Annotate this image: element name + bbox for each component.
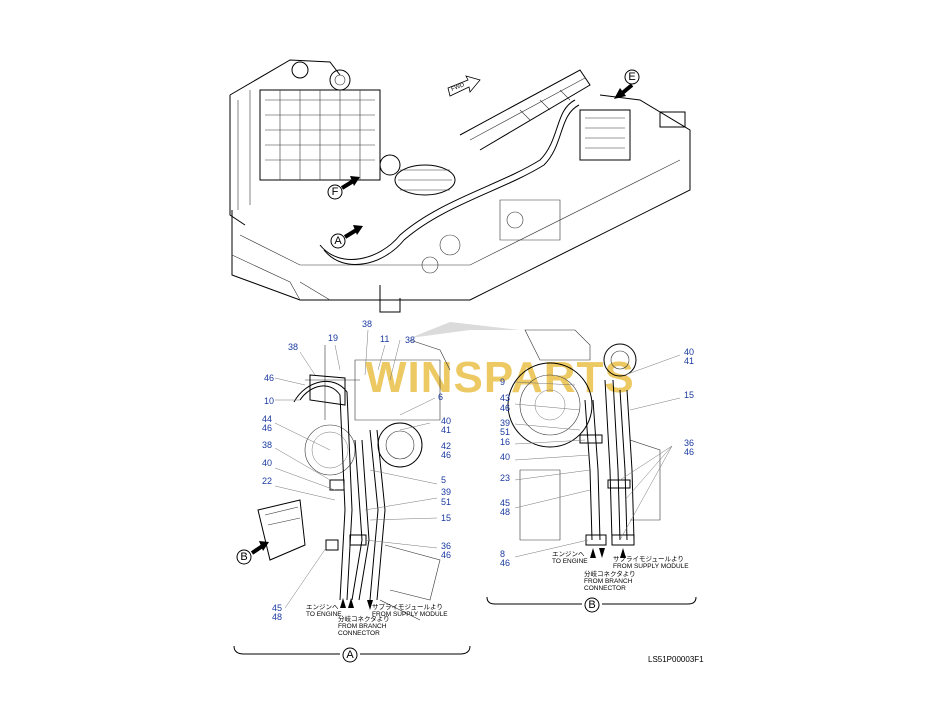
callout-46: 46 bbox=[500, 403, 510, 413]
fwd-arrow: FWD bbox=[447, 75, 481, 97]
callout-6: 6 bbox=[438, 392, 443, 402]
callout-39: 39 bbox=[500, 418, 510, 428]
svg-text:E: E bbox=[628, 71, 635, 83]
detail-view-b: 40 41 9 43 46 15 39 51 16 40 36 46 23 45… bbox=[486, 329, 697, 613]
callout-41: 41 bbox=[441, 425, 451, 435]
callout-9: 9 bbox=[500, 377, 505, 387]
svg-text:F: F bbox=[332, 186, 339, 198]
callout-5: 5 bbox=[441, 475, 446, 485]
detail-view-a: B 38 19 38 11 38 46 10 6 44 46 40 41 38 … bbox=[233, 319, 471, 663]
callout-38: 38 bbox=[288, 342, 298, 352]
callout-36: 36 bbox=[684, 438, 694, 448]
svg-text:FROM SUPPLY MODULE: FROM SUPPLY MODULE bbox=[372, 611, 448, 618]
svg-text:FROM BRANCH: FROM BRANCH bbox=[338, 623, 387, 630]
callout-43: 43 bbox=[500, 393, 510, 403]
callout-10: 10 bbox=[264, 396, 274, 406]
callout-40: 40 bbox=[684, 347, 694, 357]
watermark: WINSPARTS bbox=[365, 322, 635, 402]
callout-15: 15 bbox=[684, 390, 694, 400]
callout-51: 51 bbox=[500, 427, 510, 437]
callout-8: 8 bbox=[500, 549, 505, 559]
svg-text:B: B bbox=[240, 551, 247, 563]
svg-text:CONNECTOR: CONNECTOR bbox=[338, 630, 380, 637]
callout-38: 38 bbox=[262, 440, 272, 450]
callout-19: 19 bbox=[328, 333, 338, 343]
callout-48: 48 bbox=[272, 612, 282, 622]
view-arrow-e: E bbox=[614, 69, 640, 99]
svg-text:TO ENGINE: TO ENGINE bbox=[306, 611, 342, 618]
svg-text:サプライモジュールより: サプライモジュールより bbox=[372, 603, 443, 611]
view-arrow-f: F bbox=[327, 176, 360, 200]
callout-16: 16 bbox=[500, 437, 510, 447]
callout-45: 45 bbox=[500, 498, 510, 508]
svg-text:エンジンへ: エンジンへ bbox=[552, 551, 585, 558]
callout-45: 45 bbox=[272, 603, 282, 613]
callout-48: 48 bbox=[500, 507, 510, 517]
callout-15: 15 bbox=[441, 513, 451, 523]
callout-51: 51 bbox=[441, 497, 451, 507]
callout-46: 46 bbox=[441, 450, 451, 460]
svg-text:A: A bbox=[346, 649, 354, 661]
callout-44: 44 bbox=[262, 414, 272, 424]
callout-46: 46 bbox=[262, 423, 272, 433]
callout-46: 46 bbox=[441, 550, 451, 560]
svg-text:WINSPARTS: WINSPARTS bbox=[365, 353, 635, 402]
callout-42: 42 bbox=[441, 441, 451, 451]
svg-text:エンジンへ: エンジンへ bbox=[306, 604, 339, 611]
svg-text:分岐コネクタより: 分岐コネクタより bbox=[338, 614, 390, 623]
svg-text:B: B bbox=[588, 599, 595, 611]
callout-11: 11 bbox=[380, 334, 389, 344]
svg-text:分岐コネクタより: 分岐コネクタより bbox=[584, 569, 636, 578]
svg-text:FROM BRANCH: FROM BRANCH bbox=[584, 578, 633, 585]
callout-38: 38 bbox=[405, 335, 415, 345]
callout-40: 40 bbox=[500, 452, 510, 462]
svg-text:CONNECTOR: CONNECTOR bbox=[584, 585, 626, 592]
svg-text:FROM SUPPLY MODULE: FROM SUPPLY MODULE bbox=[613, 563, 689, 570]
callout-36: 36 bbox=[441, 541, 451, 551]
callout-40: 40 bbox=[262, 458, 272, 468]
callout-23: 23 bbox=[500, 473, 510, 483]
drawing-code: LS51P00003F1 bbox=[648, 655, 704, 664]
callout-46: 46 bbox=[500, 558, 510, 568]
callout-46: 46 bbox=[264, 373, 274, 383]
callout-22: 22 bbox=[262, 476, 272, 486]
view-arrow-a: A bbox=[330, 225, 363, 249]
view-title-a: A bbox=[342, 647, 358, 663]
view-title-b: B bbox=[584, 597, 600, 613]
svg-text:TO ENGINE: TO ENGINE bbox=[552, 558, 588, 565]
svg-text:FWD: FWD bbox=[451, 82, 467, 93]
callout-39: 39 bbox=[441, 487, 451, 497]
svg-text:A: A bbox=[334, 235, 342, 247]
callout-38: 38 bbox=[362, 319, 372, 329]
overview-illustration: FWD E F A bbox=[229, 59, 691, 313]
callout-46: 46 bbox=[684, 447, 694, 457]
callout-40: 40 bbox=[441, 416, 451, 426]
callout-41: 41 bbox=[684, 356, 694, 366]
view-arrow-b: B bbox=[236, 541, 269, 565]
svg-text:サプライモジュールより: サプライモジュールより bbox=[613, 555, 684, 563]
